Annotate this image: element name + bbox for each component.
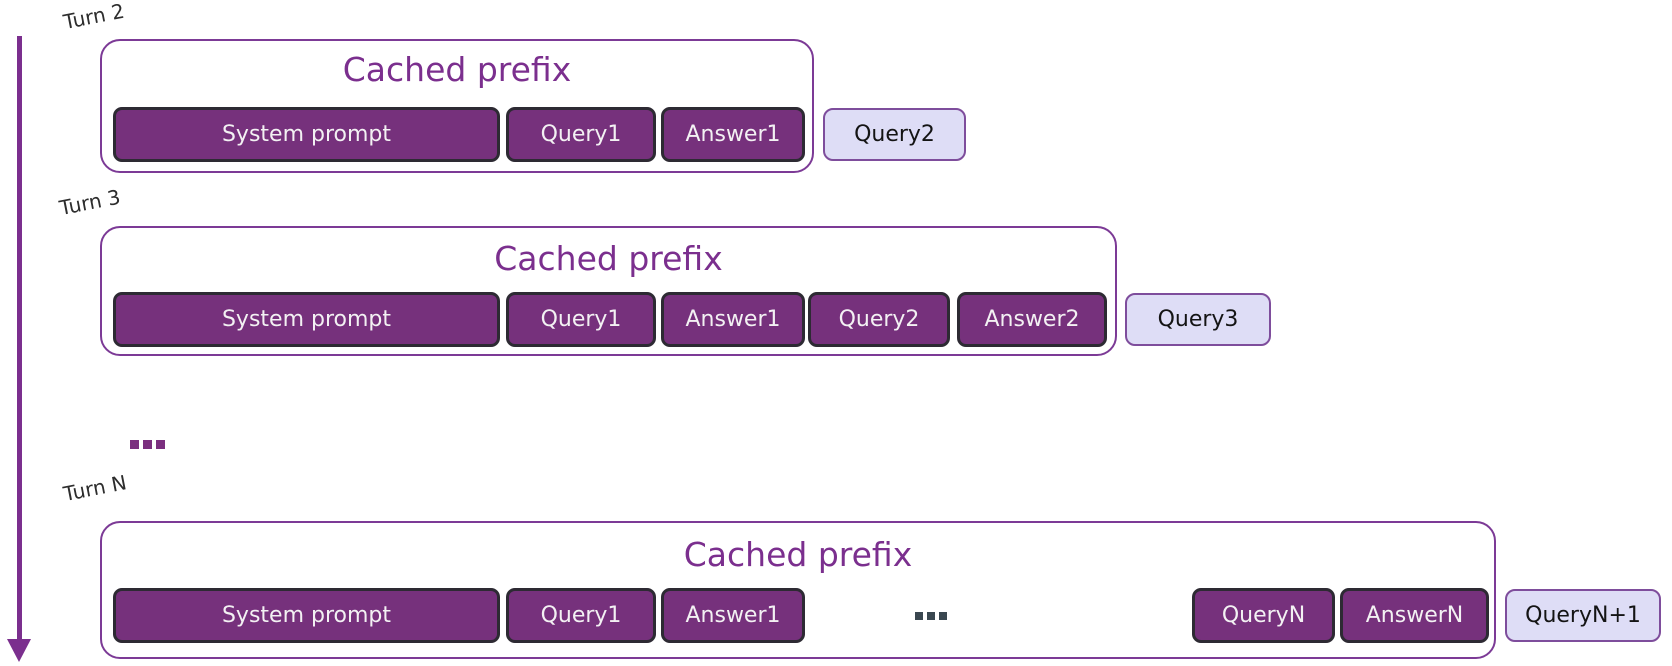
turn-label: Turn 2 <box>61 0 127 35</box>
next-query-box: Query2 <box>823 108 966 161</box>
system-prompt-box: System prompt <box>113 588 500 643</box>
cached-prefix-label: Cached prefix <box>494 239 723 278</box>
system-prompt-box: System prompt <box>113 107 500 162</box>
cached-prefix-container: Cached prefix System prompt Query1 Answe… <box>100 226 1117 356</box>
answer2-box: Answer2 <box>957 292 1107 347</box>
timeline-arrow-line <box>17 36 22 641</box>
cached-prefix-container: Cached prefix System prompt Query1 Answe… <box>100 39 814 173</box>
turn-label: Turn 3 <box>57 184 123 220</box>
arrow-down-icon <box>7 639 31 662</box>
next-query-box: QueryN+1 <box>1505 589 1661 642</box>
query1-box: Query1 <box>506 588 656 643</box>
query2-box: Query2 <box>808 292 950 347</box>
next-query-box: Query3 <box>1125 293 1271 346</box>
answer1-box: Answer1 <box>661 588 805 643</box>
answer1-box: Answer1 <box>661 292 805 347</box>
cached-prefix-container: Cached prefix System prompt Query1 Answe… <box>100 521 1496 659</box>
cached-middle-ellipsis: ... <box>915 612 947 620</box>
query1-box: Query1 <box>506 292 656 347</box>
queryN-box: QueryN <box>1192 588 1335 643</box>
turn-label: Turn N <box>61 470 129 506</box>
query1-box: Query1 <box>506 107 656 162</box>
between-rows-ellipsis: ... <box>130 440 165 449</box>
system-prompt-box: System prompt <box>113 292 500 347</box>
cached-prefix-label: Cached prefix <box>683 535 913 574</box>
answerN-box: AnswerN <box>1340 588 1489 643</box>
answer1-box: Answer1 <box>661 107 805 162</box>
cached-prefix-label: Cached prefix <box>342 50 572 89</box>
